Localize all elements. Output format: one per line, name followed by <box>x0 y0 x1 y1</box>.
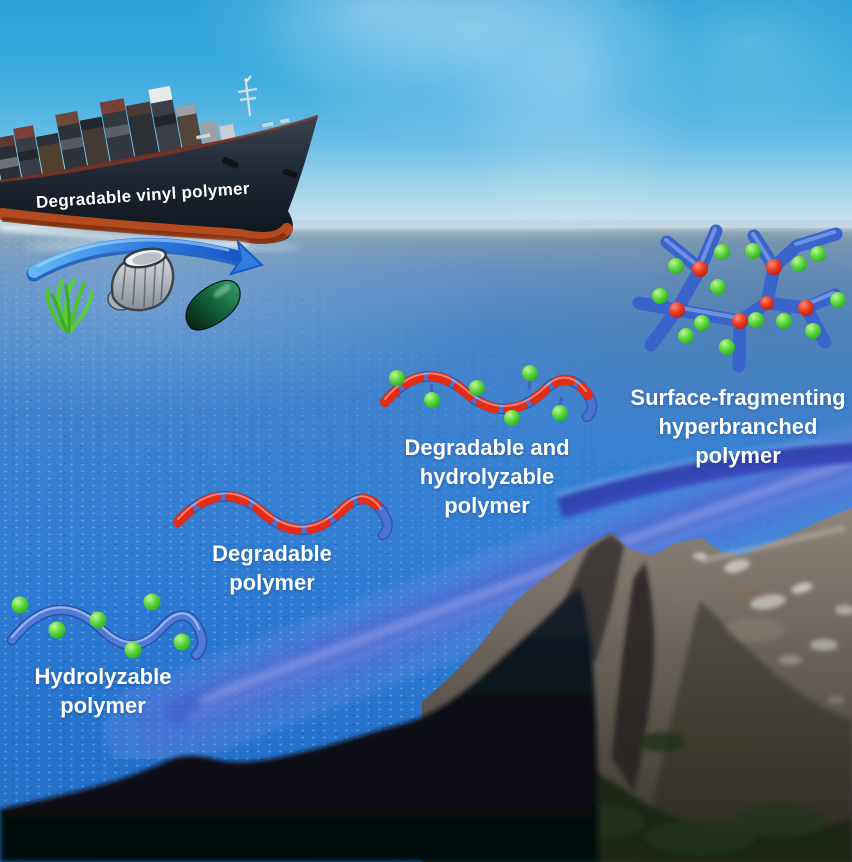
mussel-icon <box>185 279 241 331</box>
label-line: Surface-fragmenting <box>630 385 846 410</box>
label-line: Hydrolyzable <box>34 664 172 689</box>
foreground-ridge <box>0 587 598 862</box>
degradable-polymer-chain <box>172 491 393 541</box>
hyperbranched-polymer-structure <box>632 224 846 373</box>
wave-crest-band <box>555 438 852 519</box>
barnacle-icon <box>107 247 175 312</box>
cargo-ship <box>0 75 319 253</box>
curved-release-arrow-icon <box>26 237 264 282</box>
label-line: polymer <box>60 693 146 718</box>
ship-mast <box>237 75 258 117</box>
ship-hull <box>0 116 318 244</box>
ship-waterline <box>0 208 293 248</box>
label-line: hydrolyzable <box>419 464 555 489</box>
hydrolyzable-polymer-chain <box>6 593 208 661</box>
label-line: polymer <box>695 443 781 468</box>
release-beam <box>104 422 852 776</box>
label-degradable-hydrolyzable-polymer: Degradable and hydrolyzable polymer <box>360 433 614 520</box>
label-line: polymer <box>229 570 315 595</box>
degradable-hydrolyzable-polymer-chain <box>379 365 598 426</box>
anchor-marks <box>222 156 298 178</box>
seaweed-icon <box>45 278 94 334</box>
label-line: Degradable <box>212 541 332 566</box>
label-line: polymer <box>444 493 530 518</box>
label-hyperbranched-polymer: Surface-fragmenting hyperbranched polyme… <box>612 383 852 470</box>
label-degradable-polymer: Degradable polymer <box>160 539 384 597</box>
label-line: Degradable and <box>404 435 570 460</box>
label-line: hyperbranched <box>658 414 818 439</box>
label-hydrolyzable-polymer: Hydrolyzable polymer <box>0 662 206 720</box>
